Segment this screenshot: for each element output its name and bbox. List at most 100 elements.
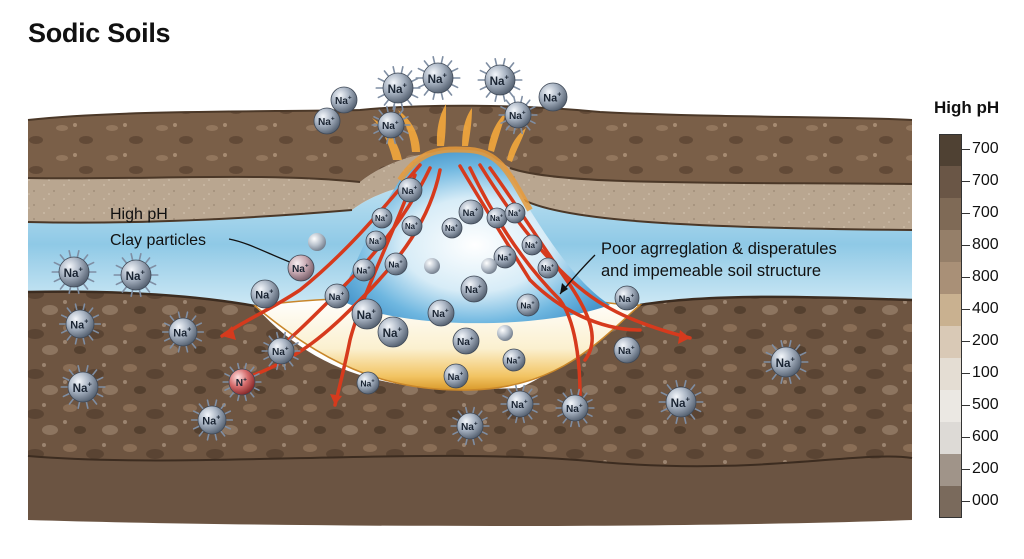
ion-label: Na+	[618, 345, 635, 358]
legend-row: 700	[939, 134, 1019, 166]
ion-charge: +	[505, 73, 510, 82]
ion-charge: +	[517, 356, 520, 362]
sodium-ion: Na+	[375, 65, 421, 111]
ion-charge: +	[415, 222, 418, 228]
sodium-ion: Na+	[537, 257, 559, 279]
legend-row: 200	[939, 326, 1019, 358]
legend-tick	[962, 149, 970, 150]
sodium-ion: Na+	[250, 279, 280, 309]
legend-value: 000	[972, 492, 999, 509]
bedrock-layer	[28, 455, 912, 526]
ion-label: Na+	[509, 110, 526, 123]
ion-charge: +	[243, 377, 247, 384]
legend-tick	[962, 341, 970, 342]
sodium-ion: Na+	[486, 207, 508, 229]
sodium-ion: Na+	[460, 275, 488, 303]
legend-tick	[962, 469, 970, 470]
ion-charge: +	[475, 208, 479, 214]
ion-charge: +	[443, 71, 448, 80]
ion-charge: +	[385, 214, 388, 220]
legend-tick	[962, 213, 970, 214]
ion-charge: +	[216, 415, 220, 422]
ion-charge: +	[79, 265, 84, 274]
ion-label: Na+	[375, 214, 388, 224]
red-dispersion-channels	[220, 163, 692, 407]
legend-value: 800	[972, 236, 999, 253]
ion-label: Na+	[356, 266, 370, 276]
legend-value: 200	[972, 332, 999, 349]
ion-label: Na+	[202, 415, 220, 428]
legend-swatch	[939, 134, 962, 166]
ion-highlighted: N+	[222, 362, 262, 402]
sodium-ion: Na+	[261, 331, 301, 371]
legend-swatch	[939, 198, 962, 230]
ion-label: N+	[236, 377, 247, 390]
sodium-ion: Na+	[477, 57, 523, 103]
legend-row: 200	[939, 454, 1019, 486]
ion-label: Na+	[541, 264, 554, 274]
legend-swatch	[939, 358, 962, 390]
legend-tick	[962, 405, 970, 406]
ion-charge: +	[395, 120, 399, 127]
legend-tick	[962, 181, 970, 182]
ion-charge: +	[285, 346, 289, 353]
ion-label: Na+	[448, 372, 464, 382]
sodium-ion: Na+	[161, 311, 205, 353]
ion-charge: +	[460, 372, 464, 378]
ion-charge: +	[305, 263, 309, 270]
ion-charge: +	[508, 253, 511, 259]
legend-row: 400	[939, 294, 1019, 326]
ion-charge: +	[141, 268, 146, 277]
legend-swatch	[939, 454, 962, 486]
ion-label: Na+	[388, 260, 402, 270]
legend-swatch	[939, 294, 962, 326]
ion-charge: +	[187, 327, 191, 334]
ion-label: Na+	[329, 292, 345, 302]
legend-swatch	[939, 390, 962, 422]
ion-label: Na+	[335, 95, 352, 108]
ion-label: Na+	[461, 421, 478, 434]
sodium-ion: Na+	[504, 202, 526, 224]
sodium-ion: Na+	[516, 293, 540, 317]
ion-charge: +	[557, 92, 561, 99]
ion-label: Na+	[465, 284, 482, 297]
sodium-ion: Na+	[113, 252, 159, 298]
sodium-ion: Na+	[452, 327, 480, 355]
legend-title: High pH	[934, 98, 1000, 117]
legend-row: 800	[939, 262, 1019, 294]
legend-value: 800	[972, 268, 999, 285]
legend-row: 500	[939, 390, 1019, 422]
sodium-ion: Na+	[60, 364, 106, 410]
ion-charge: +	[791, 355, 796, 364]
sodium-ion: Na+	[493, 245, 517, 269]
ion-label: Na+	[520, 301, 534, 311]
sodium-ion: Na+	[356, 371, 380, 395]
sodium-ion: Na+	[365, 230, 387, 252]
sodium-ion: Na+	[614, 285, 640, 311]
sodium-ion: Na+	[613, 336, 641, 364]
ion-label: Na+	[360, 379, 374, 389]
legend-swatch	[939, 262, 962, 294]
ion-charge: +	[518, 209, 521, 215]
ion-charge: +	[414, 186, 418, 192]
legend-value: 700	[972, 140, 999, 157]
sand-layer	[28, 151, 912, 230]
legend-value: 200	[972, 460, 999, 477]
ion-charge: +	[631, 345, 635, 352]
ion-label: Na+	[369, 237, 382, 247]
sodium-ion: Na+	[498, 95, 538, 135]
ion-label: Na+	[405, 222, 418, 232]
ion-label: Na+	[463, 208, 479, 218]
sodium-ions: Na+Na+Na+Na+Na+Na+Na+Na+Na+Na+Na+Na+Na+N…	[51, 55, 809, 446]
legend-tick	[962, 501, 970, 502]
sodium-ion: Na+	[287, 254, 315, 282]
page-title: Sodic Soils	[28, 18, 171, 48]
sodium-ion: Na+	[443, 363, 469, 389]
topsoil-layer	[28, 105, 912, 184]
ion-charge: +	[379, 237, 382, 243]
ion-charge: +	[551, 264, 554, 270]
sodium-ion: Na+	[58, 303, 102, 345]
ion-label: Na+	[543, 92, 561, 105]
ion-label: Na+	[292, 263, 309, 276]
ion-charge: +	[455, 224, 458, 230]
